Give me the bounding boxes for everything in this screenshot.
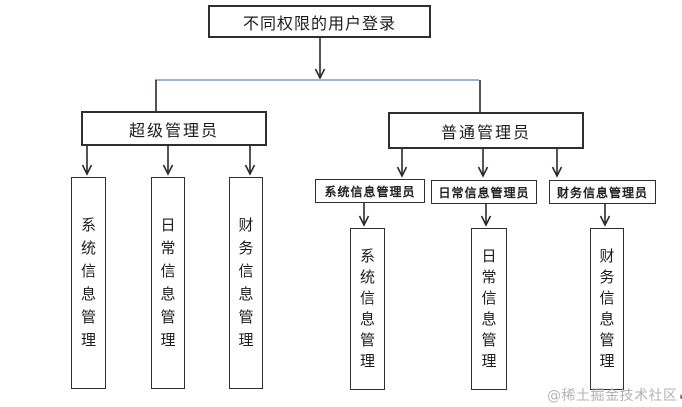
- node-daily-info-admin-label: 日常信息管理员: [438, 185, 530, 200]
- node-user-login-label: 不同权限的用户登录: [242, 13, 396, 33]
- node-left-module-system-info-label: 系统信息管理: [80, 216, 96, 349]
- node-finance-info-admin-label: 财务信息管理员: [556, 185, 648, 200]
- node-super-admin-label: 超级管理员: [128, 120, 219, 140]
- node-finance-info-admin: 财务信息管理员: [549, 180, 656, 204]
- node-right-module-daily-info: 日常信息管理: [471, 228, 507, 390]
- node-normal-admin: 普通管理员: [388, 112, 584, 149]
- cursor-icon: ↙: [679, 388, 682, 403]
- node-daily-info-admin: 日常信息管理员: [431, 180, 537, 204]
- node-right-module-finance-info: 财务信息管理: [590, 228, 624, 390]
- node-system-info-admin-label: 系统信息管理员: [324, 184, 416, 199]
- node-left-module-system-info: 系统信息管理: [71, 177, 106, 389]
- node-left-module-daily-info-label: 日常信息管理: [160, 216, 176, 349]
- node-left-module-daily-info: 日常信息管理: [151, 177, 185, 389]
- node-left-module-finance-info: 财务信息管理: [229, 177, 263, 389]
- node-right-module-system-info-label: 系统信息管理: [359, 247, 375, 370]
- node-right-module-finance-info-label: 财务信息管理: [599, 247, 615, 370]
- node-left-module-finance-info-label: 财务信息管理: [238, 216, 254, 349]
- node-super-admin: 超级管理员: [81, 111, 267, 146]
- node-right-module-system-info: 系统信息管理: [350, 228, 385, 390]
- watermark: @稀土掘金技术社区 ↙: [547, 385, 682, 405]
- node-system-info-admin: 系统信息管理员: [315, 179, 425, 203]
- node-normal-admin-label: 普通管理员: [440, 122, 531, 142]
- node-user-login: 不同权限的用户登录: [208, 5, 431, 38]
- watermark-text: @稀土掘金技术社区: [547, 388, 678, 404]
- node-right-module-daily-info-label: 日常信息管理: [481, 247, 497, 370]
